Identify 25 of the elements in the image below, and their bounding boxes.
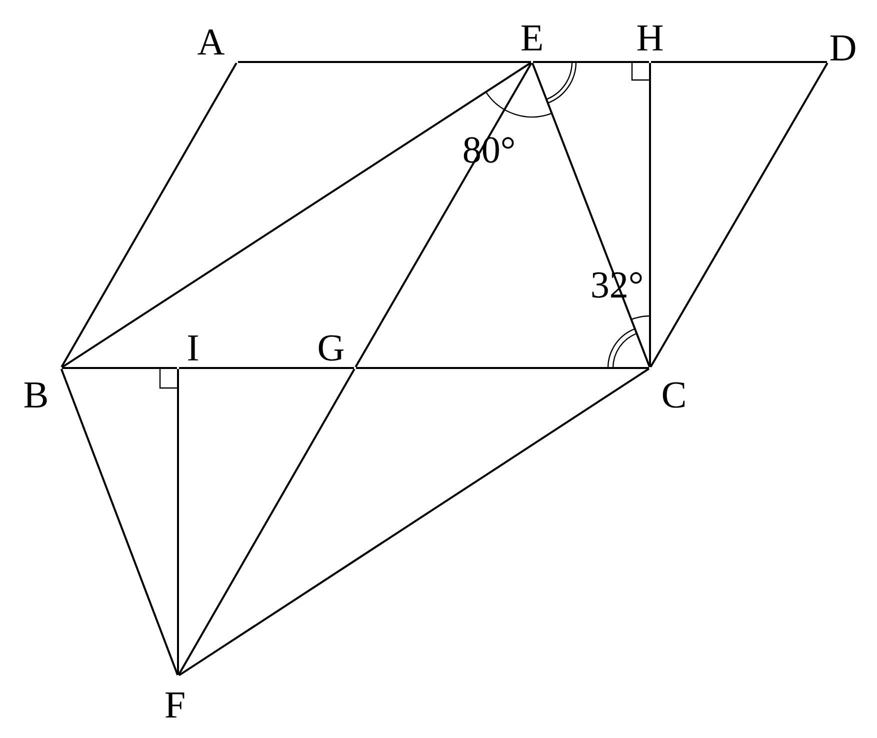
line-segment bbox=[179, 367, 354, 369]
line-segment bbox=[177, 369, 179, 675]
point-label: A bbox=[198, 29, 224, 55]
line-segment bbox=[650, 62, 828, 368]
line-segment bbox=[60, 62, 238, 368]
point-label: D bbox=[830, 36, 856, 60]
line-segment bbox=[533, 61, 649, 63]
line-segment bbox=[238, 61, 531, 63]
line-segment bbox=[178, 368, 356, 676]
line-segment bbox=[651, 61, 828, 63]
point-label: H bbox=[637, 26, 663, 50]
line-segment bbox=[60, 368, 179, 676]
line-segment bbox=[61, 62, 532, 368]
line-segment bbox=[531, 62, 651, 368]
line-segment bbox=[62, 367, 177, 369]
line-segment bbox=[178, 368, 650, 676]
point-label: B bbox=[24, 382, 47, 408]
point-label: C bbox=[662, 382, 685, 408]
line-segment bbox=[649, 63, 651, 367]
line-segment bbox=[356, 367, 649, 369]
point-label: I bbox=[188, 336, 198, 360]
point-label: G bbox=[318, 335, 344, 361]
line-segment bbox=[354, 62, 532, 368]
point-label: F bbox=[166, 692, 184, 718]
point-label: E bbox=[522, 26, 542, 50]
